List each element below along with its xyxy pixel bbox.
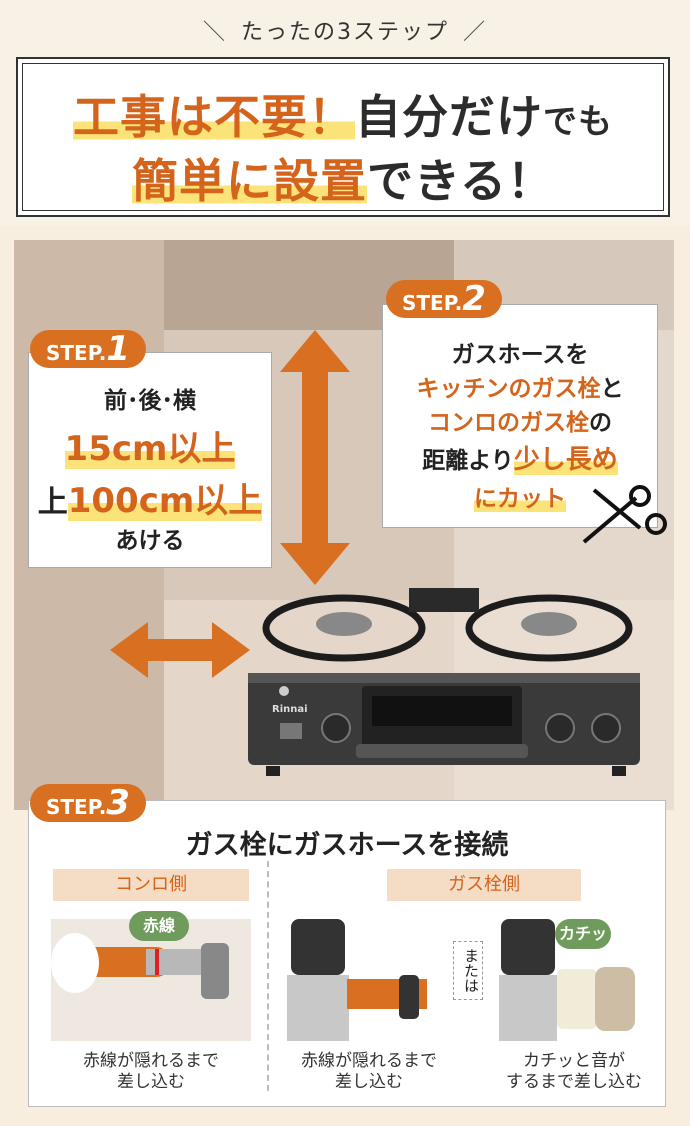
- step1-line2-text: 15cm以上: [64, 429, 236, 469]
- vertical-arrow-icon: [280, 330, 350, 585]
- step2-line3-hl: コンロのガス栓: [428, 410, 589, 436]
- left-label: コンロ側: [53, 869, 249, 901]
- step2-line3-suffix: の: [589, 410, 612, 436]
- step2-badge-text: STEP.: [402, 291, 463, 315]
- horizontal-arrow-icon: [110, 622, 250, 678]
- step1-line2: 15cm以上: [29, 421, 271, 470]
- title-plain-1: 自分だけ: [355, 90, 543, 144]
- caption-3a: カチッと音が: [523, 1051, 625, 1071]
- red-line-bubble: 赤線: [129, 911, 189, 941]
- step1-card: 前･後･横 15cm以上 上100cm以上 あける: [28, 352, 272, 568]
- step2-line4-prefix: 距離より: [422, 448, 514, 474]
- caption-2b: 差し込む: [335, 1072, 403, 1092]
- step2-badge: STEP.2: [386, 280, 502, 318]
- step2-line5-text: にカット: [474, 486, 566, 512]
- step3-badge-text: STEP.: [46, 795, 107, 819]
- scissors-icon: [582, 485, 667, 544]
- title-line-1: 工事は不要！自分だけでも: [18, 81, 668, 147]
- caption-1b: 差し込む: [117, 1072, 185, 1092]
- step2-line1: ガスホースを: [451, 342, 589, 368]
- right-label: ガス栓側: [387, 869, 581, 901]
- step2-card: ガスホースを キッチンのガス栓と コンロのガス栓の 距離より少し長め にカット: [382, 304, 658, 528]
- slash-left-icon: ＼: [202, 20, 227, 45]
- step1-line4: あける: [115, 528, 185, 554]
- click-bubble: カチッ: [555, 919, 611, 949]
- caption-2: 赤線が隠れるまで差し込む: [279, 1051, 459, 1093]
- step1-badge-text: STEP.: [46, 341, 107, 365]
- caption-2a: 赤線が隠れるまで: [301, 1051, 437, 1071]
- step3-badge: STEP.3: [30, 784, 146, 822]
- gas-stove: [248, 588, 640, 776]
- title-plain-2: できる！: [366, 154, 555, 208]
- brand-label: Rinnai: [272, 704, 308, 715]
- caption-3b: するまで差し込む: [506, 1072, 642, 1092]
- step1-badge-num: 1: [106, 329, 130, 369]
- gas-valve-hose-illustration: [287, 919, 427, 1041]
- step3-heading: ガス栓にガスホースを接続: [185, 830, 509, 861]
- title-box: 工事は不要！自分だけでも 簡単に設置できる！: [16, 57, 670, 217]
- step2-line2-suffix: と: [600, 376, 624, 402]
- step2-line4-hl: 少し長め: [513, 445, 618, 475]
- step2-line2-hl: キッチンのガス栓: [416, 376, 601, 402]
- step2-badge-num: 2: [462, 279, 486, 319]
- slash-right-icon: ／: [463, 20, 488, 45]
- step1-line1: 前･後･横: [104, 388, 196, 414]
- caption-1: 赤線が隠れるまで差し込む: [55, 1051, 247, 1093]
- step2-line2: キッチンのガス栓と: [383, 369, 657, 403]
- title-line-2: 簡単に設置できる！: [18, 145, 668, 211]
- step2-line3: コンロのガス栓の: [383, 403, 657, 437]
- divider: [267, 861, 269, 1091]
- gas-valve-click-illustration: [499, 919, 635, 1041]
- subtitle: ＼ たったの3ステップ ／: [0, 14, 690, 46]
- step2-line5: にカット: [383, 479, 657, 513]
- stove-side-illustration: [51, 919, 251, 1041]
- step1-line3: 上100cm以上: [29, 473, 271, 522]
- title-highlight-2: 簡単に設置: [131, 154, 367, 208]
- caption-1a: 赤線が隠れるまで: [83, 1051, 219, 1071]
- step1-line3-prefix: 上: [37, 485, 68, 520]
- caption-3: カチッと音がするまで差し込む: [489, 1051, 659, 1093]
- step2-line4: 距離より少し長め: [383, 439, 657, 476]
- step3-badge-num: 3: [106, 783, 130, 823]
- title-highlight-1: 工事は不要！: [73, 90, 355, 144]
- step1-badge: STEP.1: [30, 330, 146, 368]
- title-small-1: でも: [543, 102, 613, 142]
- step3-card: ガス栓にガスホースを接続 コンロ側 ガス栓側 赤線 または カチッ 赤線が隠れる…: [28, 800, 666, 1107]
- step1-line3-hl: 100cm以上: [67, 481, 263, 521]
- subtitle-text: たったの3ステップ: [241, 20, 449, 45]
- or-label: または: [453, 941, 483, 1000]
